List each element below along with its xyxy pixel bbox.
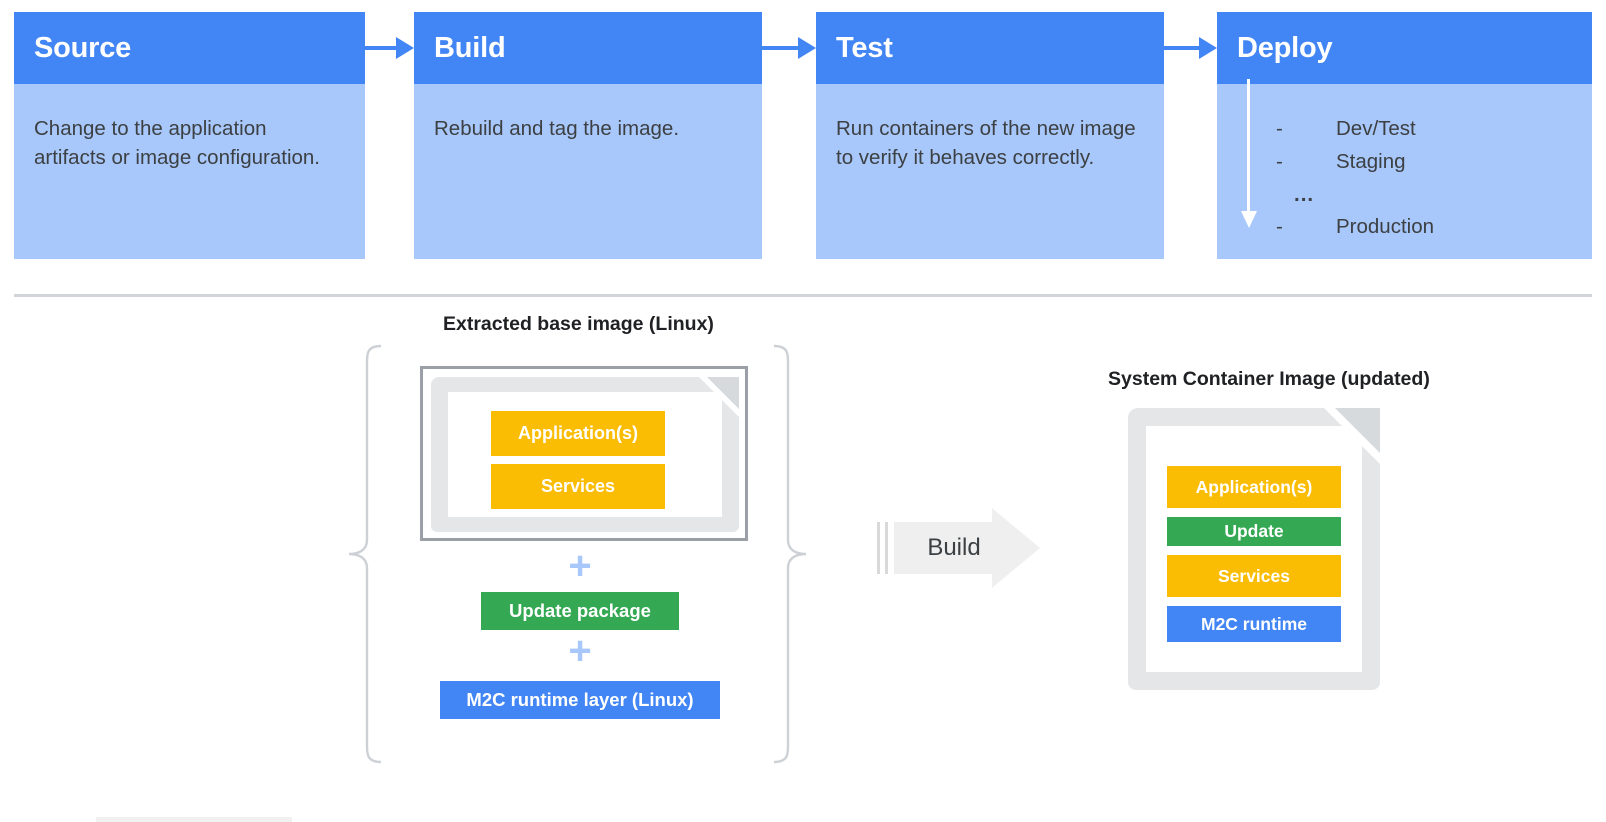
list-ellipsis: ... — [1294, 183, 1315, 206]
stage-title: Test — [836, 31, 893, 64]
arrow-tick-1 — [877, 522, 880, 574]
list-item: - Dev/Test — [1276, 117, 1566, 150]
arrow-shaft — [365, 46, 396, 50]
list-item: - Staging — [1276, 150, 1566, 183]
stage-title: Source — [34, 31, 132, 64]
arrow-head — [1241, 211, 1257, 228]
stage-title: Build — [434, 31, 506, 64]
list-bullet: - — [1276, 150, 1283, 173]
arrow-head — [992, 508, 1040, 588]
stage-header-deploy: Deploy — [1217, 12, 1592, 84]
result-layer-update: Update — [1167, 517, 1341, 546]
list-bullet: - — [1276, 117, 1283, 140]
stage-description: Run containers of the new image to verif… — [836, 117, 1136, 170]
arrow-head — [396, 37, 414, 59]
list-item: - Production — [1276, 215, 1566, 248]
stage-body-build: Rebuild and tag the image. — [414, 84, 762, 143]
dockerfile-chip[interactable]: Dockerfile — [96, 817, 292, 822]
plus-icon-2: + — [568, 629, 592, 673]
stage-header-source: Source — [14, 12, 365, 84]
plus-icon-1: + — [568, 544, 592, 588]
update-package-layer: Update package — [481, 592, 679, 630]
stage-header-build: Build — [414, 12, 762, 84]
brace-right-icon — [774, 344, 807, 764]
arrow-head — [1199, 37, 1217, 59]
document-fold-corner-icon — [1335, 408, 1380, 453]
base-layer-applications: Application(s) — [491, 411, 665, 456]
list-item-label: Production — [1336, 215, 1435, 238]
list-item-label: Staging — [1336, 150, 1406, 173]
stage-body-source: Change to the application artifacts or i… — [14, 84, 365, 172]
arrow-shaft — [762, 46, 798, 50]
system-container-image-caption: System Container Image (updated) — [1108, 368, 1430, 390]
stage-description: Change to the application artifacts or i… — [34, 117, 320, 170]
result-layer-applications: Application(s) — [1167, 466, 1341, 508]
pipeline-stage-source: Source Change to the application artifac… — [14, 12, 365, 259]
arrow-tick-2 — [885, 522, 888, 574]
pipeline-stage-deploy: Deploy — [1217, 12, 1592, 259]
stage-header-test: Test — [816, 12, 1164, 84]
build-block-arrow-icon: Build — [874, 508, 1040, 588]
document-fold-corner-icon — [707, 377, 739, 409]
extracted-base-image-caption: Extracted base image (Linux) — [443, 313, 714, 335]
arrow-right-icon-source-to-build — [365, 37, 414, 59]
deploy-environment-list: - Dev/Test - Staging ... - Production — [1276, 117, 1566, 248]
arrow-head — [798, 37, 816, 59]
m2c-runtime-layer: M2C runtime layer (Linux) — [440, 681, 720, 719]
arrow-down-icon-deploy-order — [1241, 79, 1257, 231]
base-layer-services: Services — [491, 464, 665, 509]
list-item-label: Dev/Test — [1336, 117, 1416, 140]
arrow-right-icon-build-to-test — [762, 37, 816, 59]
stage-description: Rebuild and tag the image. — [434, 117, 680, 140]
arrow-shaft — [1247, 79, 1250, 215]
stage-body-test: Run containers of the new image to verif… — [816, 84, 1164, 172]
arrow-right-icon-test-to-deploy — [1164, 37, 1217, 59]
brace-left-icon — [348, 344, 381, 764]
section-divider — [14, 294, 1592, 297]
arrow-shaft — [1164, 46, 1199, 50]
build-arrow-label: Build — [927, 534, 981, 561]
system-container-image-document-shape — [1128, 408, 1380, 690]
arrow-body — [894, 522, 994, 574]
stage-title: Deploy — [1237, 31, 1333, 64]
list-bullet: - — [1276, 215, 1283, 238]
result-layer-m2c-runtime: M2C runtime — [1167, 606, 1341, 642]
cicd-pipeline: Source Change to the application artifac… — [0, 0, 1606, 262]
pipeline-stage-test: Test Run containers of the new image to … — [816, 12, 1164, 259]
pipeline-stage-build: Build Rebuild and tag the image. — [414, 12, 762, 259]
result-layer-services: Services — [1167, 555, 1341, 597]
